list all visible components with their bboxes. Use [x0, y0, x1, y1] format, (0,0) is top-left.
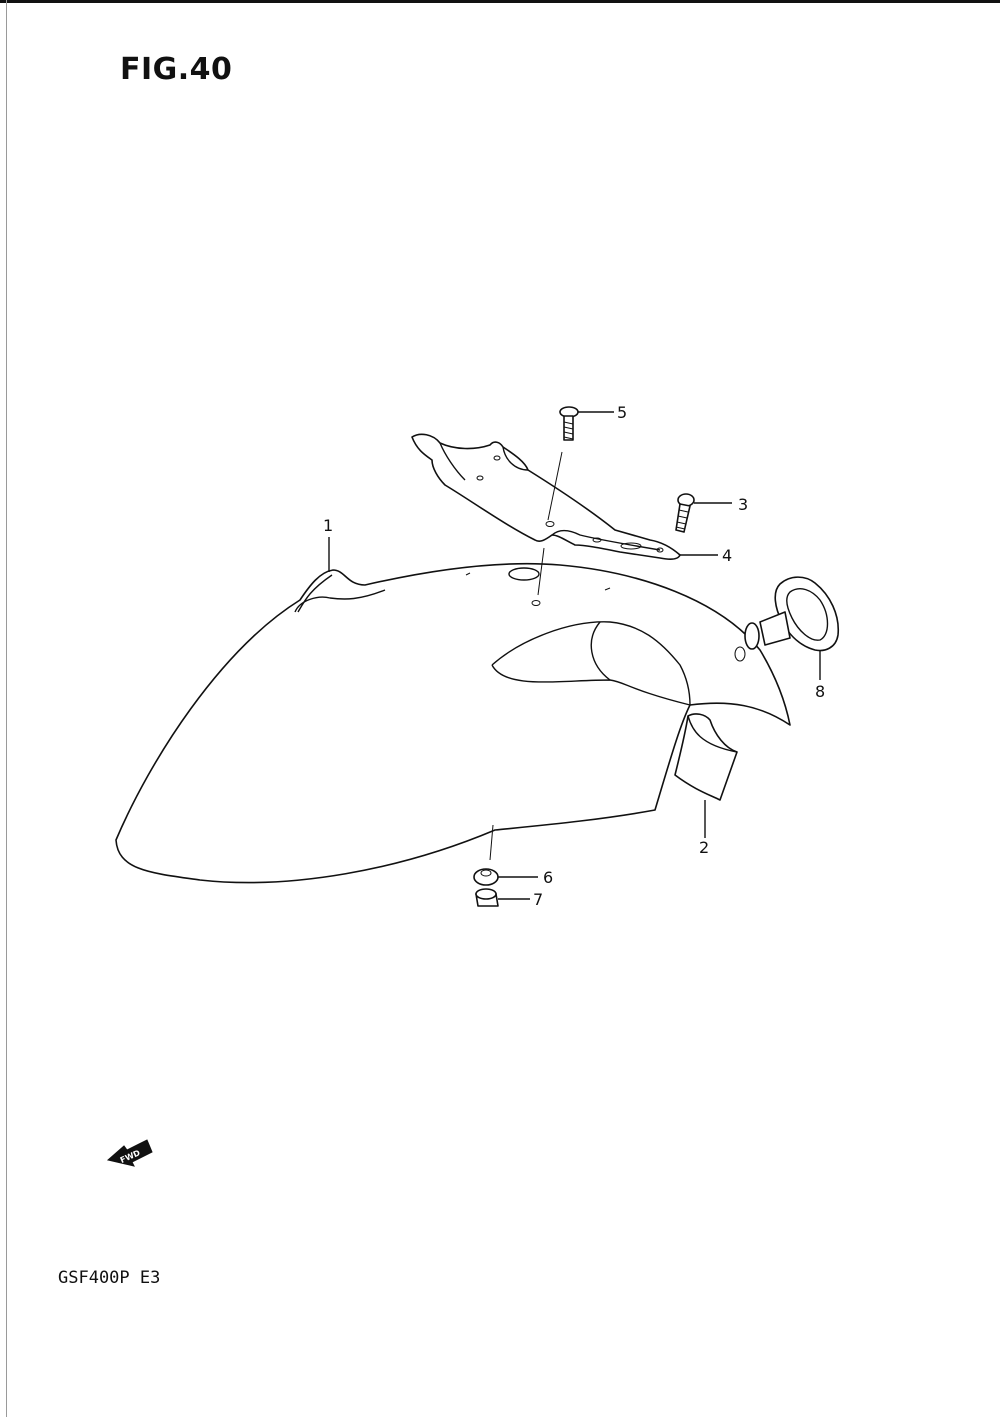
- callout-4: 4: [722, 546, 732, 565]
- callout-3: 3: [738, 495, 748, 514]
- left-border: [6, 0, 7, 1417]
- callout-6: 6: [543, 868, 553, 887]
- grommet-part-8: [744, 576, 840, 680]
- callout-7: 7: [533, 890, 543, 909]
- callout-2: 2: [699, 838, 709, 857]
- assembly-guide-lines: [328, 451, 718, 861]
- fender-brace-part-4: [411, 433, 681, 561]
- nut-part-7: [475, 888, 530, 907]
- mud-flap-part-2: [674, 713, 738, 801]
- screw-part-3: [675, 493, 732, 533]
- screw-part-5: [559, 406, 614, 441]
- washer-part-6: [473, 868, 538, 886]
- callout-1: 1: [323, 516, 333, 535]
- callout-5: 5: [617, 403, 627, 422]
- model-code: GSF400P E3: [58, 1268, 161, 1288]
- top-border: [0, 0, 1000, 3]
- callout-8: 8: [815, 682, 825, 701]
- fwd-arrow-icon: FWD: [106, 1139, 153, 1167]
- front-fender-part-1: [115, 562, 791, 884]
- figure-title: FIG.40: [120, 52, 233, 87]
